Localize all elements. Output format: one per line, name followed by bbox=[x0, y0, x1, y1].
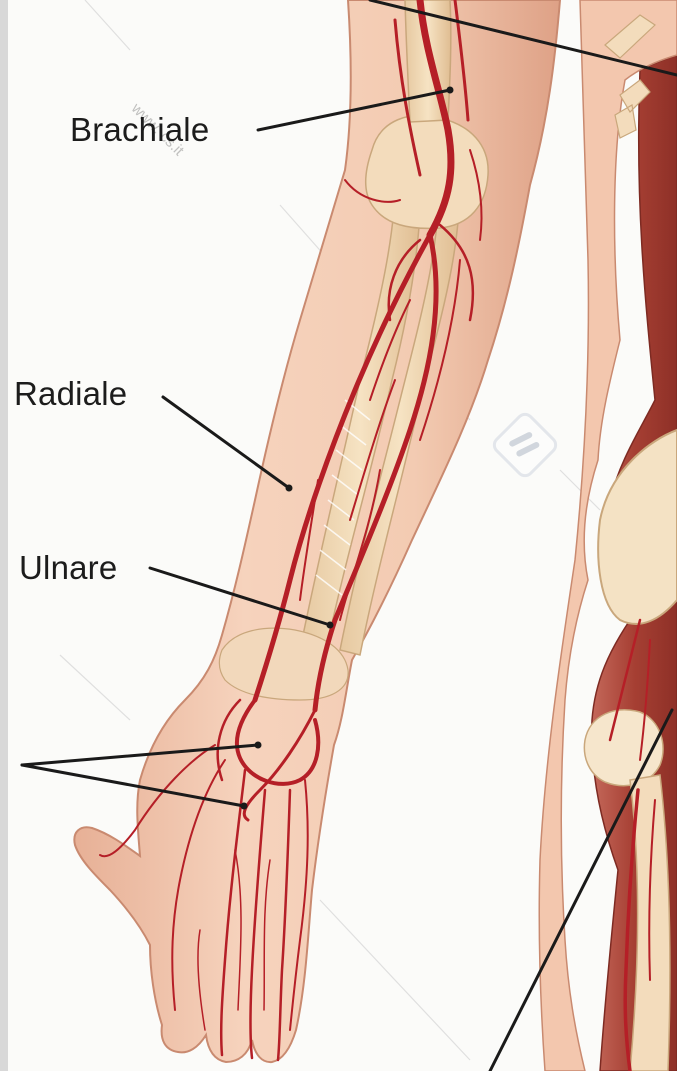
label-ulnare: Ulnare bbox=[19, 551, 117, 584]
label-brachiale: Brachiale bbox=[70, 113, 209, 146]
elbow-joint bbox=[366, 115, 489, 228]
femur-head bbox=[584, 710, 663, 786]
left-border-band bbox=[0, 0, 8, 1071]
label-radiale: Radiale bbox=[14, 377, 127, 410]
